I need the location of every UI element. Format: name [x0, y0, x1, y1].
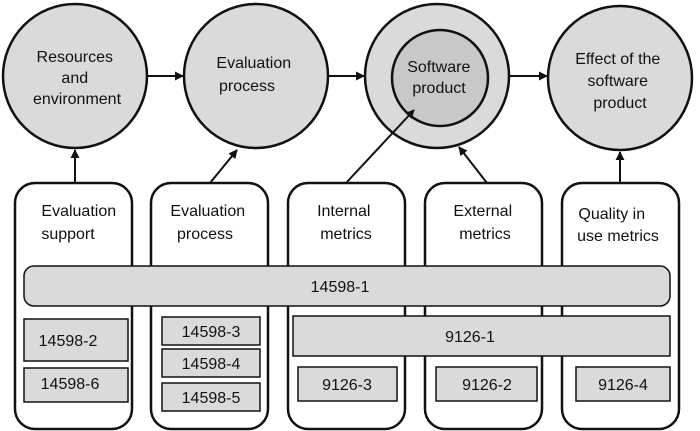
- stage-software-product-label: Software product: [407, 59, 475, 97]
- standard-14598-5-label: 14598-5: [182, 390, 241, 407]
- stage-resources-label: Resources and environment: [33, 49, 122, 108]
- stage-evaluation-process-circle: [182, 2, 330, 150]
- standard-9126-4-bar: [575, 366, 671, 402]
- standard-14598-3: 14598-3: [161, 316, 261, 346]
- standard-14598-4-label: 14598-4: [182, 356, 241, 373]
- arrow-process-column-to-process: [209, 149, 238, 184]
- column-evaluation-process-title: Evaluation process: [170, 203, 249, 243]
- stage-software-product-inner-circle: [390, 28, 490, 128]
- standard-9126-3: 9126-3: [297, 366, 398, 402]
- arrow-internal-to-product: [345, 109, 415, 184]
- arrow-external-to-product: [458, 146, 488, 184]
- standard-14598-4: 14598-4: [161, 348, 261, 378]
- column-external-metrics-title: External metrics: [453, 203, 516, 243]
- column-internal-metrics-title: Internal metrics: [317, 203, 375, 243]
- standard-9126-2-bar: [435, 366, 538, 402]
- standard-14598-1-bar: [23, 265, 671, 307]
- standard-14598-6-bar: [23, 367, 129, 403]
- standard-9126-2: 9126-2: [435, 366, 538, 402]
- standard-9126-1: 9126-1: [292, 315, 671, 357]
- standard-14598-3-label: 14598-3: [182, 324, 241, 341]
- standard-14598-1-label: 14598-1: [311, 279, 370, 296]
- column-evaluation-support-title: Evaluation support: [41, 203, 120, 243]
- column-quality-in-use-title: Quality in use metrics: [577, 206, 659, 245]
- standard-9126-1-label: 9126-1: [445, 329, 495, 346]
- standard-9126-2-label: 9126-2: [462, 377, 512, 394]
- standard-9126-3-bar: [297, 366, 398, 402]
- standard-14598-2-bar: [23, 318, 129, 362]
- standard-14598-1: 14598-1: [23, 265, 671, 307]
- stage-resources: Resources and environment: [1, 2, 149, 150]
- stage-effect-label: Effect of the software product: [575, 51, 665, 112]
- stage-evaluation-process-label: Evaluation process: [216, 55, 295, 95]
- stage-effect-circle: [546, 4, 694, 152]
- standard-14598-6: 14598-6: [23, 367, 129, 403]
- standard-9126-3-label: 9126-3: [322, 377, 372, 394]
- standard-9126-1-bar: [292, 315, 671, 357]
- standard-14598-5: 14598-5: [161, 382, 261, 412]
- standard-9126-4: 9126-4: [575, 366, 671, 402]
- standard-14598-2: 14598-2: [23, 318, 129, 362]
- standard-14598-6-label: 14598-6: [41, 376, 100, 393]
- standard-14598-5-bar: [161, 382, 261, 412]
- standard-14598-4-bar: [161, 348, 261, 378]
- stage-effect: Effect of the software product: [546, 4, 694, 152]
- standard-9126-4-label: 9126-4: [598, 377, 648, 394]
- column-arrows: [70, 109, 625, 184]
- stage-software-product: Software product: [363, 2, 511, 150]
- column-titles: Evaluation support Evaluation process In…: [41, 203, 659, 245]
- stage-resources-circle: [1, 2, 149, 150]
- stage-evaluation-process: Evaluation process: [182, 2, 330, 150]
- standard-14598-3-bar: [161, 316, 261, 346]
- standard-14598-2-label: 14598-2: [39, 333, 98, 350]
